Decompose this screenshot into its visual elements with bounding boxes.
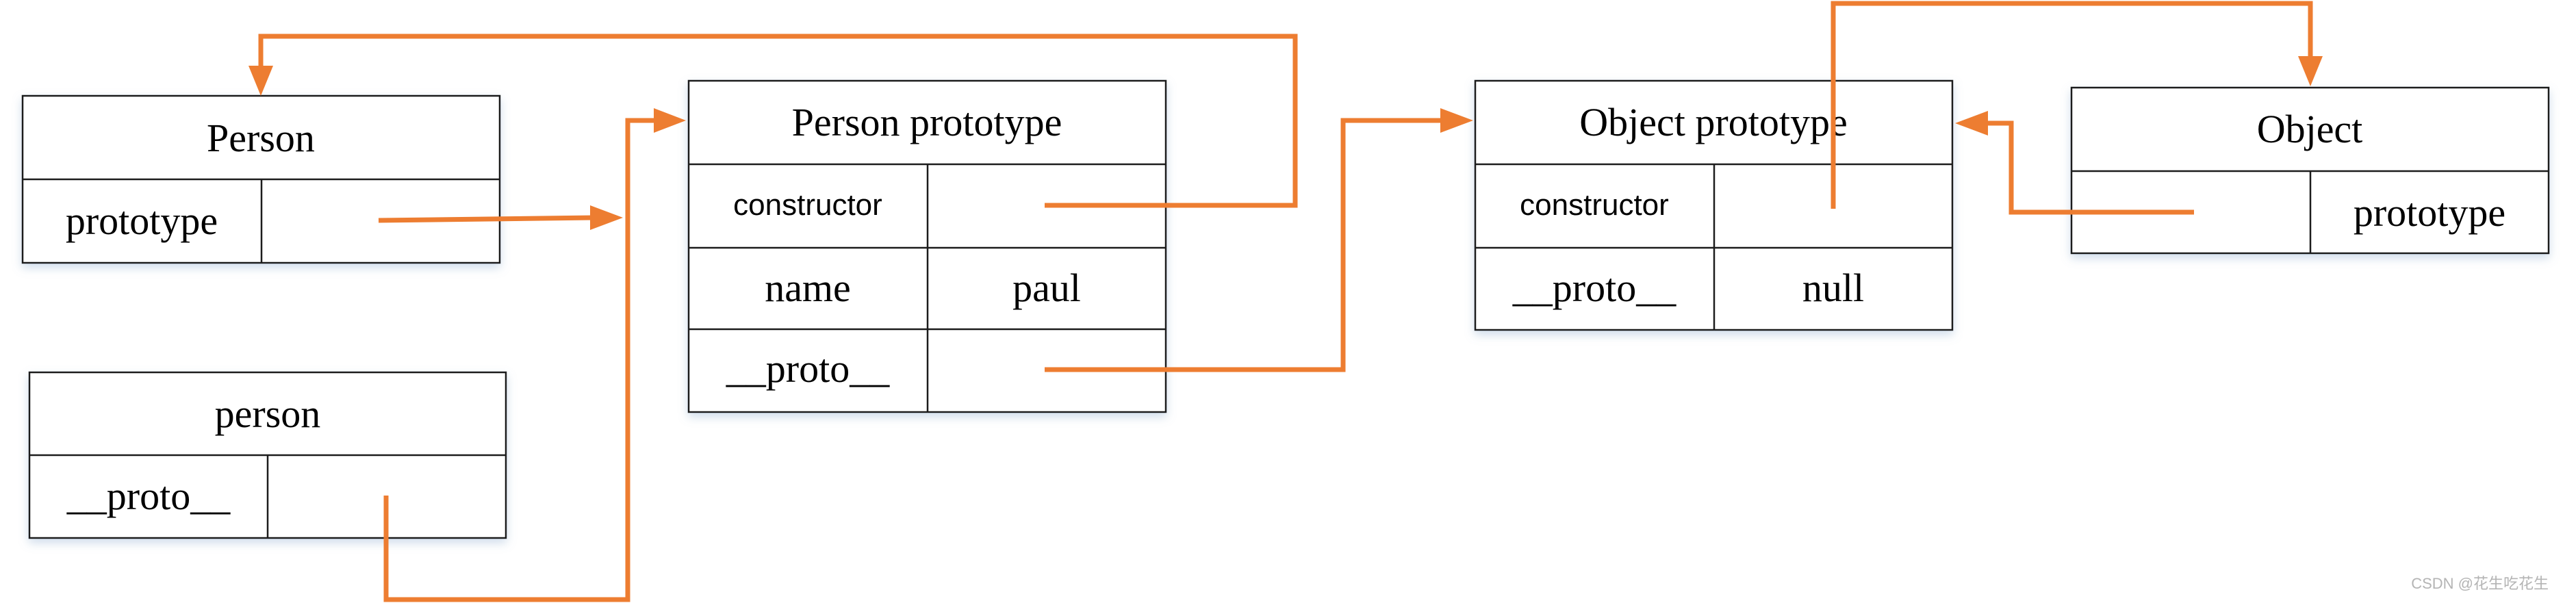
arrow-head <box>654 108 686 133</box>
arrow-head <box>1440 108 1473 133</box>
object-constructor-title: Object <box>2257 107 2363 151</box>
person-prototype-proto-label: __proto__ <box>726 346 890 391</box>
arrow-head <box>2298 56 2323 86</box>
arrow-person-prototype-link <box>378 215 595 223</box>
object-prototype-proto-label: __proto__ <box>1512 266 1676 310</box>
person-instance-title: person <box>215 392 321 436</box>
arrow-head <box>248 66 273 96</box>
arrow-prototype-proto-link <box>1045 118 1446 372</box>
person-prototype-title: Person prototype <box>792 100 1062 144</box>
arrow-constructor-back-link <box>258 34 1298 208</box>
person-instance-cells: person __proto__ <box>29 392 506 538</box>
object-prototype-cells: Object prototype constructor __proto__ n… <box>1475 100 1952 330</box>
person-prototype-name-value: paul <box>1012 266 1081 310</box>
person-instance-proto-label: __proto__ <box>66 474 231 518</box>
object-prototype-constructor-label: constructor <box>1520 188 1669 222</box>
arrow-head <box>1955 111 1988 136</box>
person-constructor-title: Person <box>207 116 315 160</box>
arrow-head <box>590 205 623 230</box>
object-prototype-proto-value: null <box>1802 266 1864 310</box>
object-constructor-cells: Object prototype <box>2071 107 2549 253</box>
arrow-object-prototype-link <box>1984 120 2194 215</box>
person-prototype-name-label: name <box>765 266 851 310</box>
arrow-object-constructor-link <box>1831 1 2313 209</box>
arrow-instance-proto-link <box>383 118 661 602</box>
object-constructor-prototype-label: prototype <box>2354 190 2505 235</box>
person-prototype-constructor-label: constructor <box>733 188 882 222</box>
connectors <box>248 1 2323 602</box>
person-prototype-cells: Person prototype constructor name paul _… <box>689 100 1166 412</box>
person-constructor-cells: Person prototype <box>23 116 500 263</box>
object-prototype-title: Object prototype <box>1579 100 1847 144</box>
watermark: CSDN @花生吃花生 <box>2411 575 2549 592</box>
person-constructor-prototype-label: prototype <box>66 198 218 243</box>
